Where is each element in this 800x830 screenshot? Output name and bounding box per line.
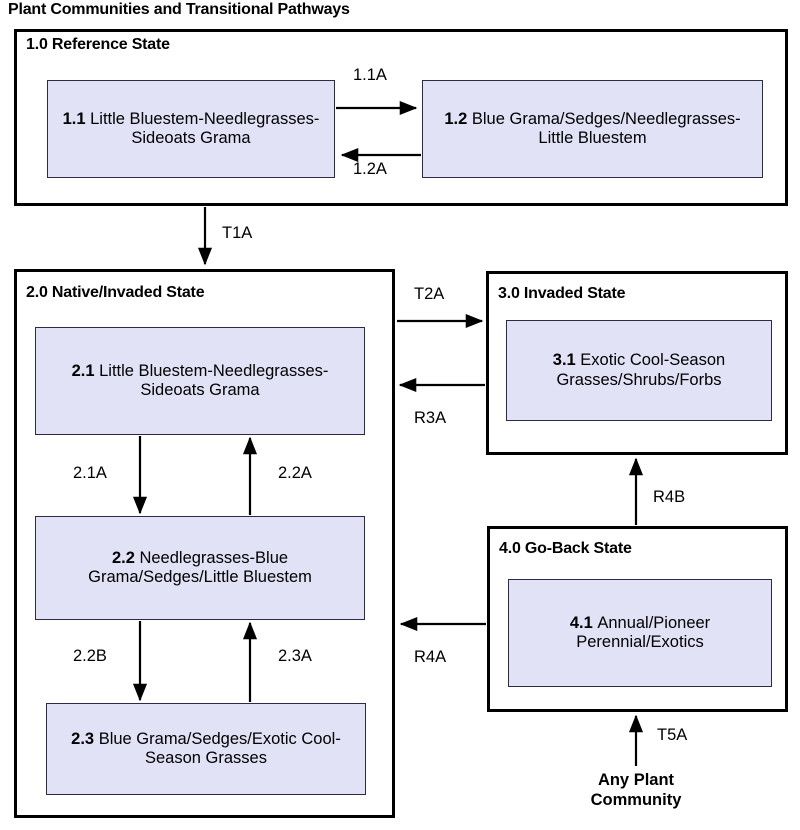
state-title-native-invaded: 2.0 Native/Invaded State [26, 284, 205, 301]
community-num-2-3: 2.3 [71, 729, 99, 748]
community-box-3-1-text: 3.1 Exotic Cool-Season Grasses/Shrubs/Fo… [511, 351, 767, 390]
pathway-label-1-2A: 1.2A [353, 160, 387, 178]
community-box-1-1-text: 1.1 Little Bluestem-Needlegrasses-Sideoa… [52, 110, 330, 149]
community-box-2-2-text: 2.2 Needlegrasses-Blue Grama/Sedges/Litt… [40, 549, 360, 588]
community-box-2-1: 2.1 Little Bluestem-Needlegrasses-Sideoa… [35, 327, 365, 435]
external-node-line1: Any Plant [597, 771, 675, 789]
community-num-2-2: 2.2 [111, 548, 140, 567]
community-num-1-1: 1.1 [62, 109, 91, 128]
community-box-2-1-text: 2.1 Little Bluestem-Needlegrasses-Sideoa… [40, 362, 360, 401]
community-box-2-3: 2.3 Blue Grama/Sedges/Exotic Cool-Season… [46, 703, 366, 795]
community-box-1-2: 1.2 Blue Grama/Sedges/Needlegrasses-Litt… [422, 80, 763, 178]
community-num-4-1: 4.1 [569, 613, 598, 632]
community-box-1-1: 1.1 Little Bluestem-Needlegrasses-Sideoa… [47, 80, 335, 178]
state-title-go-back: 4.0 Go-Back State [499, 540, 632, 557]
pathway-label-2-1A: 2.1A [73, 464, 107, 482]
community-name-1-2: Blue Grama/Sedges/Needlegrasses-Little B… [471, 109, 741, 147]
community-name-1-1: Little Bluestem-Needlegrasses-Sideoats G… [90, 109, 320, 147]
pathway-label-2-3A: 2.3A [278, 647, 312, 665]
community-box-3-1: 3.1 Exotic Cool-Season Grasses/Shrubs/Fo… [506, 320, 772, 421]
external-node-line2: Community [590, 790, 682, 809]
community-name-2-3: Blue Grama/Sedges/Exotic Cool-Season Gra… [98, 729, 341, 767]
pathway-label-T2A: T2A [414, 285, 445, 303]
pathway-label-R4A: R4A [414, 648, 447, 666]
community-box-4-1-text: 4.1 Annual/Pioneer Perennial/Exotics [513, 614, 767, 653]
pathway-label-T5A: T5A [657, 726, 688, 744]
community-box-4-1: 4.1 Annual/Pioneer Perennial/Exotics [508, 579, 772, 687]
pathway-label-1-1A: 1.1A [353, 66, 387, 84]
state-title-invaded: 3.0 Invaded State [498, 285, 626, 302]
community-num-3-1: 3.1 [552, 351, 581, 370]
community-box-2-3-text: 2.3 Blue Grama/Sedges/Exotic Cool-Season… [51, 730, 361, 769]
external-node-any-plant-community: Any Plant Community [546, 771, 726, 811]
community-name-3-1: Exotic Cool-Season Grasses/Shrubs/Forbs [556, 351, 726, 389]
community-num-1-2: 1.2 [444, 109, 472, 128]
community-box-2-2: 2.2 Needlegrasses-Blue Grama/Sedges/Litt… [35, 516, 365, 620]
community-name-4-1: Annual/Pioneer Perennial/Exotics [576, 613, 711, 651]
pathway-label-2-2B: 2.2B [73, 647, 107, 665]
community-box-1-2-text: 1.2 Blue Grama/Sedges/Needlegrasses-Litt… [427, 110, 758, 149]
pathway-label-2-2A: 2.2A [278, 464, 312, 482]
community-name-2-1: Little Bluestem-Needlegrasses-Sideoats G… [99, 361, 329, 399]
community-name-2-2: Needlegrasses-Blue Grama/Sedges/Little B… [88, 548, 312, 586]
pathway-label-R4B: R4B [653, 488, 686, 506]
community-num-2-1: 2.1 [71, 361, 100, 380]
pathway-label-T1A: T1A [222, 224, 253, 242]
pathway-label-R3A: R3A [414, 409, 447, 427]
page-title: Plant Communities and Transitional Pathw… [8, 1, 350, 18]
state-title-reference: 1.0 Reference State [26, 36, 170, 53]
